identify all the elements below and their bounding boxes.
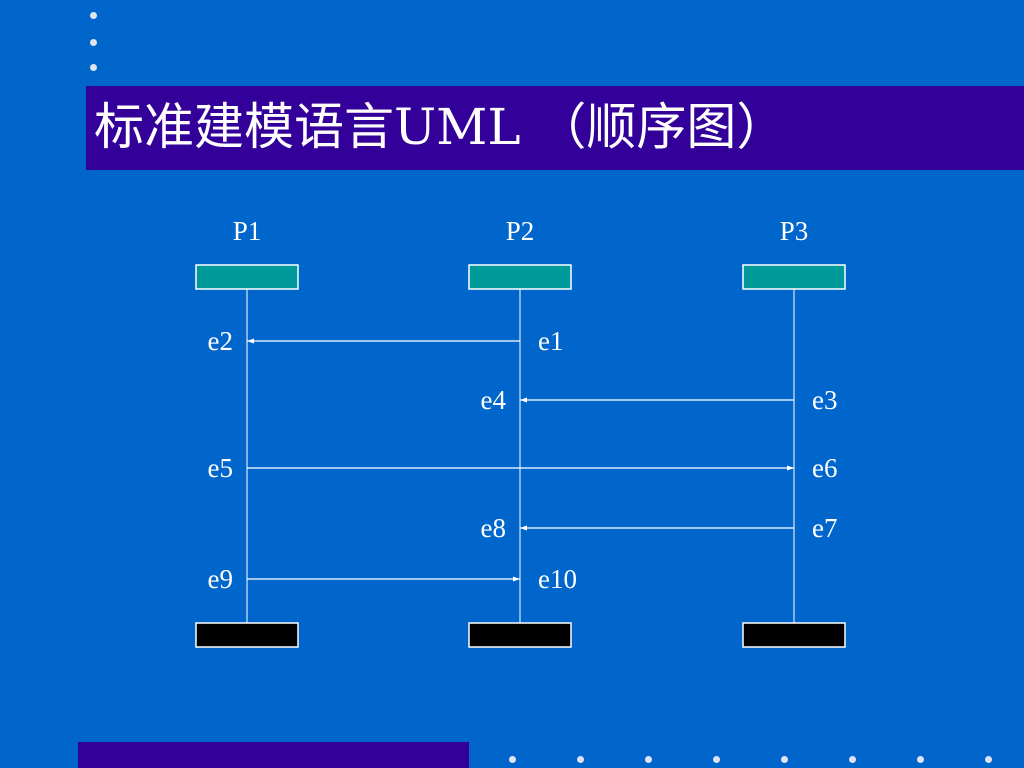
lifeline-foot-p3 [742, 622, 846, 648]
decor-dot [90, 39, 97, 46]
bottom-accent-bar [78, 742, 469, 768]
lifeline-head-p2 [468, 264, 572, 290]
message-send-label-4: e7 [812, 513, 837, 543]
title-bar: 标准建模语言UML （顺序图） [86, 86, 1024, 170]
participant-label-p3: P3 [780, 216, 809, 246]
decor-dot [509, 756, 516, 763]
decor-dot [849, 756, 856, 763]
decor-dot [985, 756, 992, 763]
message-send-label-1: e1 [538, 326, 563, 356]
lifeline-head-p3 [742, 264, 846, 290]
decor-dot [713, 756, 720, 763]
participant-label-p1: P1 [233, 216, 262, 246]
message-receive-label-2: e4 [481, 385, 507, 415]
message-receive-label-4: e8 [481, 513, 506, 543]
message-send-label-3: e5 [208, 453, 233, 483]
decor-dot [917, 756, 924, 763]
slide-title: 标准建模语言UML （顺序图） [94, 98, 787, 156]
message-receive-label-3: e6 [812, 453, 837, 483]
message-receive-label-1: e2 [208, 326, 233, 356]
lifeline-foot-p2 [468, 622, 572, 648]
decor-dot [781, 756, 788, 763]
message-receive-label-5: e10 [538, 564, 577, 594]
decor-dot [645, 756, 652, 763]
message-send-label-2: e3 [812, 385, 837, 415]
participant-label-p2: P2 [506, 216, 535, 246]
message-send-label-5: e9 [208, 564, 233, 594]
decor-dot [577, 756, 584, 763]
lifeline-foot-p1 [195, 622, 299, 648]
decor-dot [90, 64, 97, 71]
decor-dot [90, 12, 97, 19]
lifeline-head-p1 [195, 264, 299, 290]
